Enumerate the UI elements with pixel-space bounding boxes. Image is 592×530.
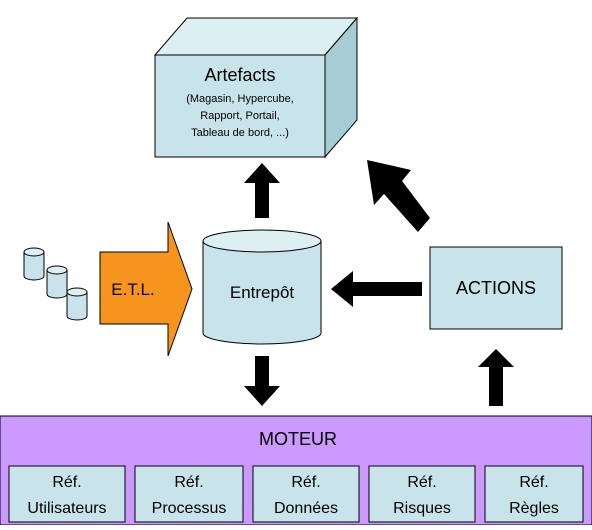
arrow-diagonal-actions-to-artefacts bbox=[367, 160, 430, 232]
ref-donnees-line2: Données bbox=[274, 500, 338, 517]
etl-label: E.T.L. bbox=[111, 280, 154, 299]
artefacts-box: Artefacts (Magasin, Hypercube, Rapport, … bbox=[153, 16, 359, 159]
ref-risques-box: Réf. Risques bbox=[368, 465, 476, 523]
ref-processus-line2: Processus bbox=[152, 500, 227, 517]
artefacts-box-front bbox=[154, 54, 326, 158]
arrow-left-actions-to-entrepot bbox=[331, 271, 422, 307]
ref-donnees-box: Réf. Données bbox=[252, 465, 360, 523]
ref-utilisateurs-box: Réf. Utilisateurs bbox=[8, 465, 126, 523]
etl-arrow: E.T.L. bbox=[99, 221, 193, 357]
entrepot-label: Entrepôt bbox=[230, 283, 295, 302]
artefacts-detail-line-2: Rapport, Portail, bbox=[200, 110, 279, 122]
moteur-panel: MOTEUR Réf. Utilisateurs Réf. Processus … bbox=[0, 415, 592, 526]
ref-utilisateurs-line1: Réf. bbox=[52, 474, 81, 491]
database-icon bbox=[23, 247, 45, 281]
ref-regles-box: Réf. Règles bbox=[484, 465, 584, 523]
database-icon bbox=[66, 287, 88, 321]
moteur-title: MOTEUR bbox=[259, 429, 337, 449]
ref-risques-line2: Risques bbox=[393, 500, 451, 517]
ref-processus-box: Réf. Processus bbox=[134, 465, 244, 523]
artefacts-detail-line-1: (Magasin, Hypercube, bbox=[186, 93, 294, 105]
ref-risques-line1: Réf. bbox=[407, 474, 436, 491]
ref-donnees-line1: Réf. bbox=[291, 474, 320, 491]
ref-processus-line1: Réf. bbox=[174, 474, 203, 491]
actions-box: ACTIONS bbox=[429, 246, 563, 330]
arrow-down-entrepot-to-moteur bbox=[244, 356, 280, 406]
database-icon bbox=[46, 265, 68, 299]
actions-label: ACTIONS bbox=[456, 278, 536, 298]
ref-regles-line1: Réf. bbox=[519, 474, 548, 491]
artefacts-title: Artefacts bbox=[204, 65, 275, 85]
ref-utilisateurs-line2: Utilisateurs bbox=[27, 500, 106, 517]
ref-regles-line2: Règles bbox=[509, 500, 559, 517]
arrow-up-moteur-to-actions bbox=[478, 349, 514, 406]
entrepot-cylinder: Entrepôt bbox=[202, 229, 322, 345]
artefacts-box-top bbox=[153, 17, 359, 56]
artefacts-detail-line-3: Tableau de bord, ...) bbox=[191, 127, 289, 139]
source-databases bbox=[23, 247, 88, 321]
arrow-up-entrepot-to-artefacts bbox=[244, 163, 280, 218]
